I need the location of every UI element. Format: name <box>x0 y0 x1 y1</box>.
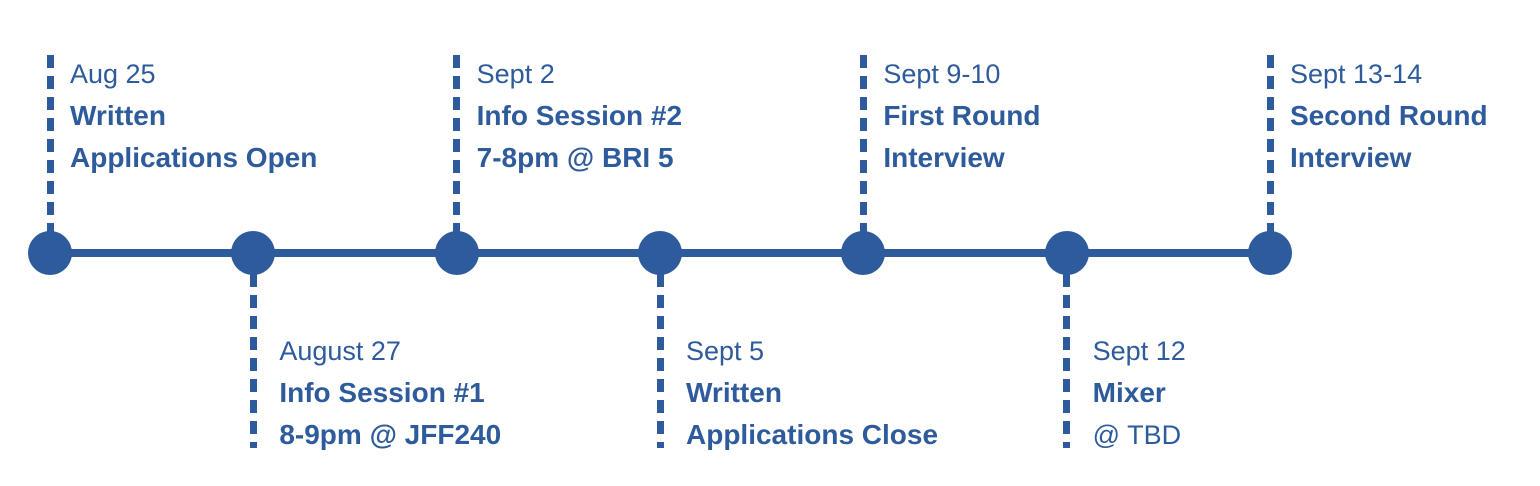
timeline-node <box>1248 231 1292 275</box>
event-line: 7-8pm @ BRI 5 <box>476 142 674 173</box>
event-date: Sept 5 <box>686 336 765 366</box>
timeline-node <box>1044 231 1089 275</box>
timeline-connector <box>46 55 54 233</box>
event-line: Info Session #1 <box>279 377 485 408</box>
event-line: Written <box>686 377 782 408</box>
event-label: Sept 12 Mixer @ TBD <box>1093 330 1186 456</box>
event-line: Written <box>70 100 166 131</box>
event-line: Second Round <box>1290 100 1488 131</box>
timeline-connector <box>1266 55 1274 233</box>
event-line: First Round <box>883 100 1041 131</box>
timeline-connector <box>453 55 461 233</box>
timeline-node <box>638 231 682 275</box>
event-date: Sept 13-14 <box>1290 59 1423 89</box>
timeline-connector <box>249 274 257 448</box>
event-line: Info Session #2 <box>476 100 683 131</box>
timeline-node <box>231 231 276 275</box>
timeline-node <box>434 231 479 275</box>
event-line: Mixer <box>1092 377 1166 408</box>
event-label: August 27 Info Session #1 8-9pm @ JFF240 <box>279 330 501 456</box>
event-date: Sept 12 <box>1092 336 1186 366</box>
timeline-connector <box>1063 274 1071 448</box>
timeline-connector <box>859 55 867 233</box>
event-date: Sept 9-10 <box>883 59 1001 89</box>
event-line: 8-9pm @ JFF240 <box>279 419 502 450</box>
timeline-node <box>28 231 72 275</box>
event-line: Applications Close <box>686 419 939 450</box>
event-date: August 27 <box>279 336 401 366</box>
event-date: Aug 25 <box>70 59 156 89</box>
event-line: @ TBD <box>1092 420 1182 450</box>
event-line: Interview <box>883 142 1005 173</box>
event-line: Interview <box>1290 142 1412 173</box>
event-label: Sept 2 Info Session #2 7-8pm @ BRI 5 <box>477 53 682 179</box>
event-line: Applications Open <box>70 142 318 173</box>
timeline-node <box>841 231 886 275</box>
timeline-connector <box>656 274 664 448</box>
event-date: Sept 2 <box>476 59 555 89</box>
